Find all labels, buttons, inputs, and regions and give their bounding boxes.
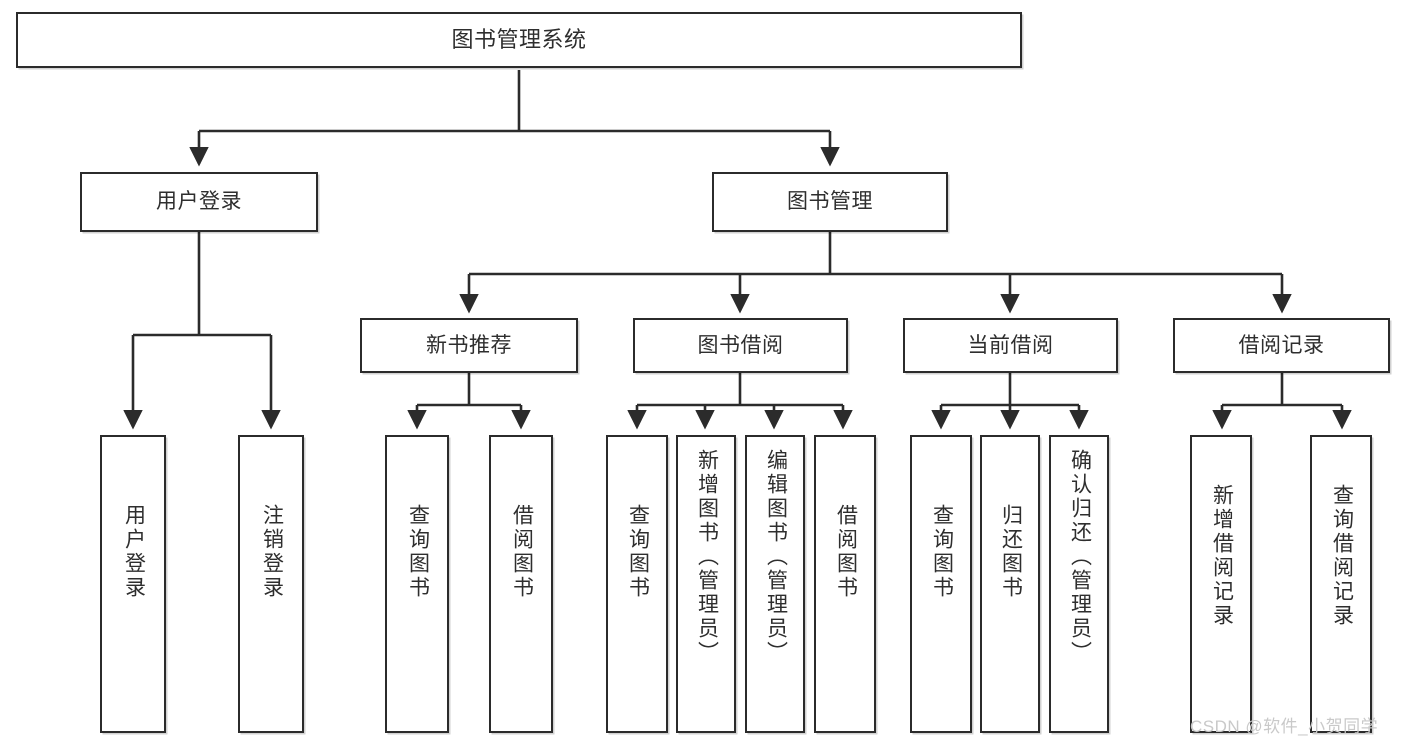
node-label: 查询图书 [406, 504, 430, 600]
node-book-management[interactable]: 图书管理 [712, 172, 948, 232]
leaf-borrow-record-query[interactable]: 查询借阅记录 [1310, 435, 1372, 733]
node-label: 查询图书 [626, 504, 650, 600]
node-label: 注销登录 [260, 504, 284, 600]
node-current-borrow[interactable]: 当前借阅 [903, 318, 1118, 373]
node-new-book-recommend[interactable]: 新书推荐 [360, 318, 578, 373]
leaf-current-borrow-return[interactable]: 归还图书 [980, 435, 1040, 733]
leaf-borrow-record-add[interactable]: 新增借阅记录 [1190, 435, 1252, 733]
leaf-user-login-login[interactable]: 用户登录 [100, 435, 166, 733]
leaf-new-book-borrow[interactable]: 借阅图书 [489, 435, 553, 733]
node-label: 用户登录 [156, 190, 242, 214]
node-label: 借阅图书 [510, 504, 534, 600]
node-label: 图书管理系统 [451, 26, 587, 52]
node-label: 新增图书（管理员） [695, 449, 719, 665]
node-label: 查询借阅记录 [1330, 484, 1354, 628]
leaf-current-borrow-query[interactable]: 查询图书 [910, 435, 972, 733]
node-borrow-record[interactable]: 借阅记录 [1173, 318, 1390, 373]
leaf-new-book-query[interactable]: 查询图书 [385, 435, 449, 733]
node-label: 确认归还（管理员） [1068, 449, 1092, 665]
leaf-current-borrow-confirm-return[interactable]: 确认归还（管理员） [1049, 435, 1109, 733]
node-label: 查询图书 [930, 504, 954, 600]
node-label: 编辑图书（管理员） [764, 449, 788, 665]
node-label: 借阅图书 [834, 504, 858, 600]
leaf-book-borrow-add[interactable]: 新增图书（管理员） [676, 435, 736, 733]
node-label: 当前借阅 [967, 333, 1054, 357]
node-user-login[interactable]: 用户登录 [80, 172, 318, 232]
node-label: 归还图书 [999, 504, 1023, 600]
leaf-book-borrow-edit[interactable]: 编辑图书（管理员） [745, 435, 805, 733]
node-label: 图书借阅 [697, 333, 784, 357]
node-label: 用户登录 [122, 504, 146, 600]
node-label: 新增借阅记录 [1210, 484, 1234, 628]
node-book-borrow[interactable]: 图书借阅 [633, 318, 848, 373]
node-label: 图书管理 [787, 190, 873, 214]
leaf-book-borrow-query[interactable]: 查询图书 [606, 435, 668, 733]
leaf-user-login-logout[interactable]: 注销登录 [238, 435, 304, 733]
node-root-system[interactable]: 图书管理系统 [16, 12, 1022, 68]
node-label: 借阅记录 [1238, 333, 1325, 357]
node-label: 新书推荐 [426, 333, 512, 357]
csdn-watermark: CSDN @软件_小贺同学 [1190, 717, 1379, 736]
leaf-book-borrow-borrow[interactable]: 借阅图书 [814, 435, 876, 733]
